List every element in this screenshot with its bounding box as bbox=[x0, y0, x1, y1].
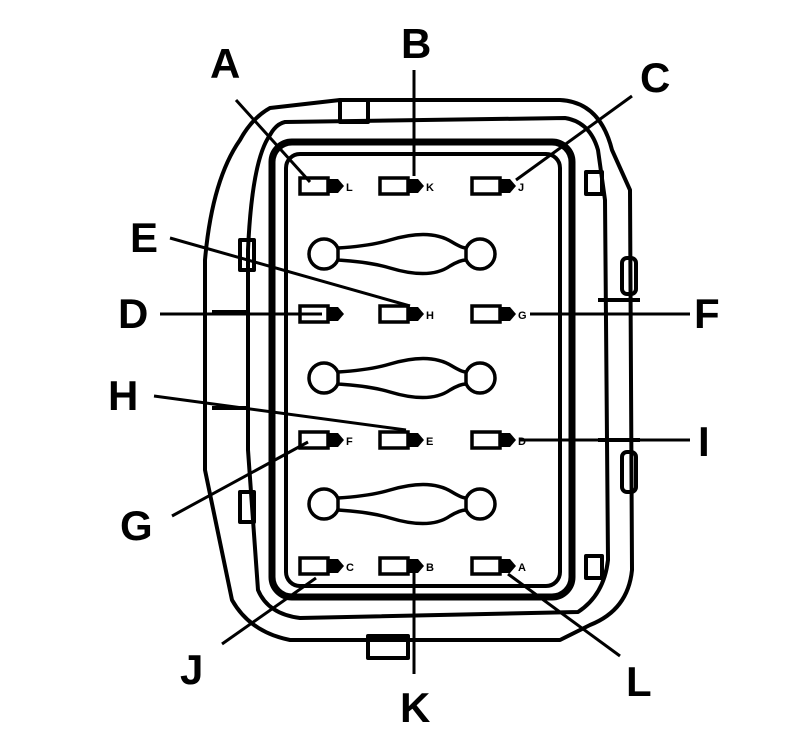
callout-K: K bbox=[400, 684, 430, 731]
pin-row1-right: J bbox=[470, 176, 524, 196]
pin-letter: A bbox=[518, 562, 526, 574]
separator-3 bbox=[307, 482, 497, 526]
pin-terminal bbox=[328, 179, 344, 193]
leader-H bbox=[153, 394, 407, 432]
callout-J: J bbox=[180, 646, 203, 693]
pin-cavity bbox=[298, 556, 330, 576]
pin-terminal bbox=[408, 559, 424, 573]
left-latch-lower bbox=[238, 490, 256, 524]
callout-I: I bbox=[698, 418, 710, 465]
right-latch-lower bbox=[584, 554, 604, 580]
pin-cavity bbox=[378, 430, 410, 450]
pin-cavity bbox=[378, 176, 410, 196]
separator-1 bbox=[307, 232, 497, 276]
pin-terminal bbox=[500, 179, 516, 193]
pin-grid: L K J H G F E D C B A bbox=[298, 176, 527, 576]
left-side-rail bbox=[212, 310, 250, 410]
pin-row2-middle: H bbox=[378, 304, 434, 324]
callout-G: G bbox=[120, 502, 153, 549]
pin-row4-middle: B bbox=[378, 556, 434, 576]
leader-J bbox=[221, 576, 317, 646]
callout-L: L bbox=[626, 658, 652, 705]
pin-terminal bbox=[328, 433, 344, 447]
pin-terminal bbox=[408, 179, 424, 193]
leader-C bbox=[515, 94, 633, 182]
pin-cavity bbox=[470, 430, 502, 450]
pin-letter: K bbox=[426, 182, 434, 194]
leader-lines bbox=[153, 70, 690, 674]
pin-terminal bbox=[328, 307, 344, 321]
callout-C: C bbox=[640, 54, 670, 101]
pin-cavity-frame bbox=[268, 138, 576, 601]
callout-E: E bbox=[130, 214, 158, 261]
pin-terminal bbox=[500, 307, 516, 321]
right-latch-upper bbox=[584, 170, 604, 196]
leader-E bbox=[169, 236, 411, 308]
callout-labels: A B C D E F G H I J K L bbox=[108, 20, 720, 731]
right-latch-ridge-upper bbox=[620, 256, 638, 296]
pin-letter: F bbox=[346, 436, 353, 448]
pin-terminal bbox=[408, 433, 424, 447]
bottom-latch bbox=[366, 634, 410, 660]
pin-row2-right: G bbox=[470, 304, 527, 324]
pin-cavity bbox=[470, 556, 502, 576]
pin-letter: J bbox=[518, 182, 524, 194]
pin-row3-middle: E bbox=[378, 430, 433, 450]
pin-letter: E bbox=[426, 436, 433, 448]
pin-terminal bbox=[500, 433, 516, 447]
pin-letter: B bbox=[426, 562, 434, 574]
pin-row4-right: A bbox=[470, 556, 526, 576]
pin-letter: L bbox=[346, 182, 353, 194]
pin-letter: G bbox=[518, 310, 527, 322]
leader-L bbox=[507, 572, 621, 658]
pin-row1-middle: K bbox=[378, 176, 434, 196]
separator-2 bbox=[307, 356, 497, 400]
pin-cavity bbox=[378, 556, 410, 576]
pin-terminal bbox=[500, 559, 516, 573]
pin-letter: D bbox=[518, 436, 526, 448]
pin-row3-left: F bbox=[298, 430, 353, 450]
top-latch bbox=[338, 98, 370, 124]
callout-H: H bbox=[108, 372, 138, 419]
callout-D: D bbox=[118, 290, 148, 337]
pin-row1-left: L bbox=[298, 176, 353, 196]
callout-B: B bbox=[401, 20, 431, 67]
callout-F: F bbox=[694, 290, 720, 337]
pin-terminal bbox=[408, 307, 424, 321]
connector-outer-shell bbox=[203, 98, 634, 642]
leader-A bbox=[234, 98, 312, 184]
pin-letter: H bbox=[426, 310, 434, 322]
pin-cavity bbox=[470, 304, 502, 324]
left-latch-upper bbox=[238, 238, 256, 272]
pin-row3-right: D bbox=[470, 430, 526, 450]
pin-cavity bbox=[470, 176, 502, 196]
right-latch-ridge-lower bbox=[620, 450, 638, 494]
pin-cavity bbox=[378, 304, 410, 324]
leader-G bbox=[171, 440, 309, 518]
pin-cavity-inner bbox=[284, 152, 562, 588]
pin-letter: C bbox=[346, 562, 354, 574]
pin-cavity bbox=[298, 176, 330, 196]
pin-row4-left: C bbox=[298, 556, 354, 576]
callout-A: A bbox=[210, 40, 240, 87]
pin-terminal bbox=[328, 559, 344, 573]
